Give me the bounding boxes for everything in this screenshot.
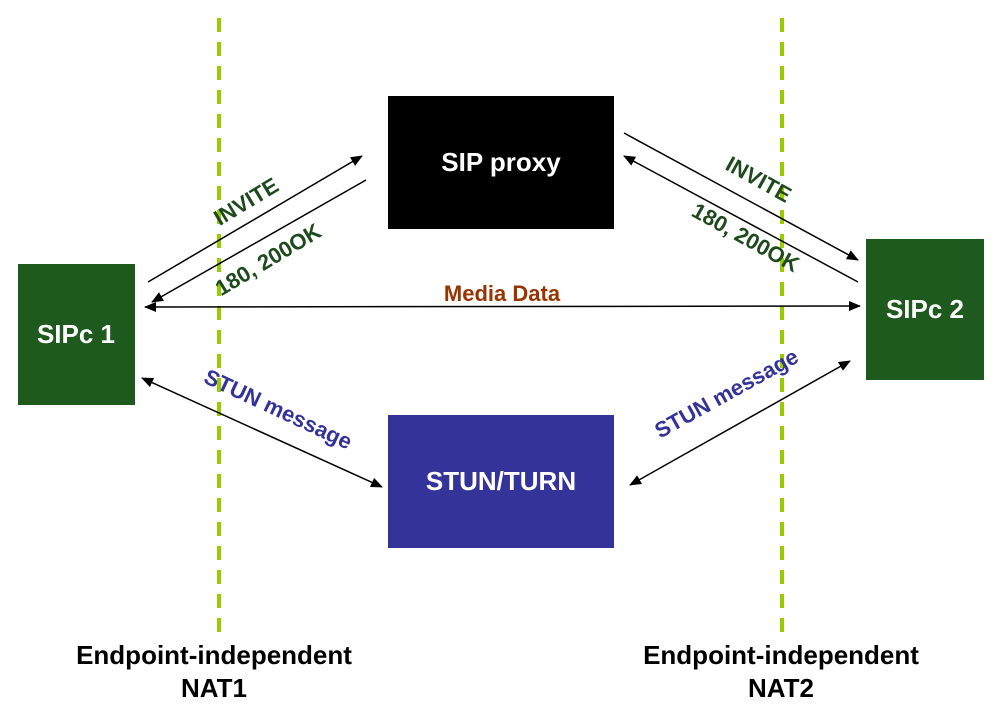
stun-turn-box [388,415,614,548]
stun-turn-label: STUN/TURN [426,466,576,496]
invite-arrow-right [623,132,859,261]
media-data-label: Media Data [444,281,561,306]
ok-label-right: 180, 200OK [688,198,804,277]
ok-label-left: 180, 200OK [211,218,326,301]
stun-arrow-right [629,360,851,486]
sip-proxy-box [388,96,614,229]
nat1-label-line2: NAT1 [181,673,247,703]
invite-label-left: INVITE [209,173,283,231]
sip-proxy-label: SIP proxy [441,147,561,177]
ok-arrow-right [623,155,859,283]
nat2-label-line1: Endpoint-independent [643,640,919,670]
sipc2-box [866,239,984,380]
nat1-label-line1: Endpoint-independent [76,640,352,670]
media-data-arrow [144,301,861,312]
sipc1-label: SIPc 1 [37,319,115,349]
stun-label-left: STUN message [200,364,356,454]
nat2-label-line2: NAT2 [748,673,814,703]
stun-arrow-left [141,377,383,488]
invite-arrow-left [147,155,363,283]
sipc2-label: SIPc 2 [886,294,964,324]
stun-label-right: STUN message [650,344,802,444]
sipc1-box [18,264,135,405]
ok-arrow-left [151,179,367,303]
invite-label-right: INVITE [722,151,796,207]
